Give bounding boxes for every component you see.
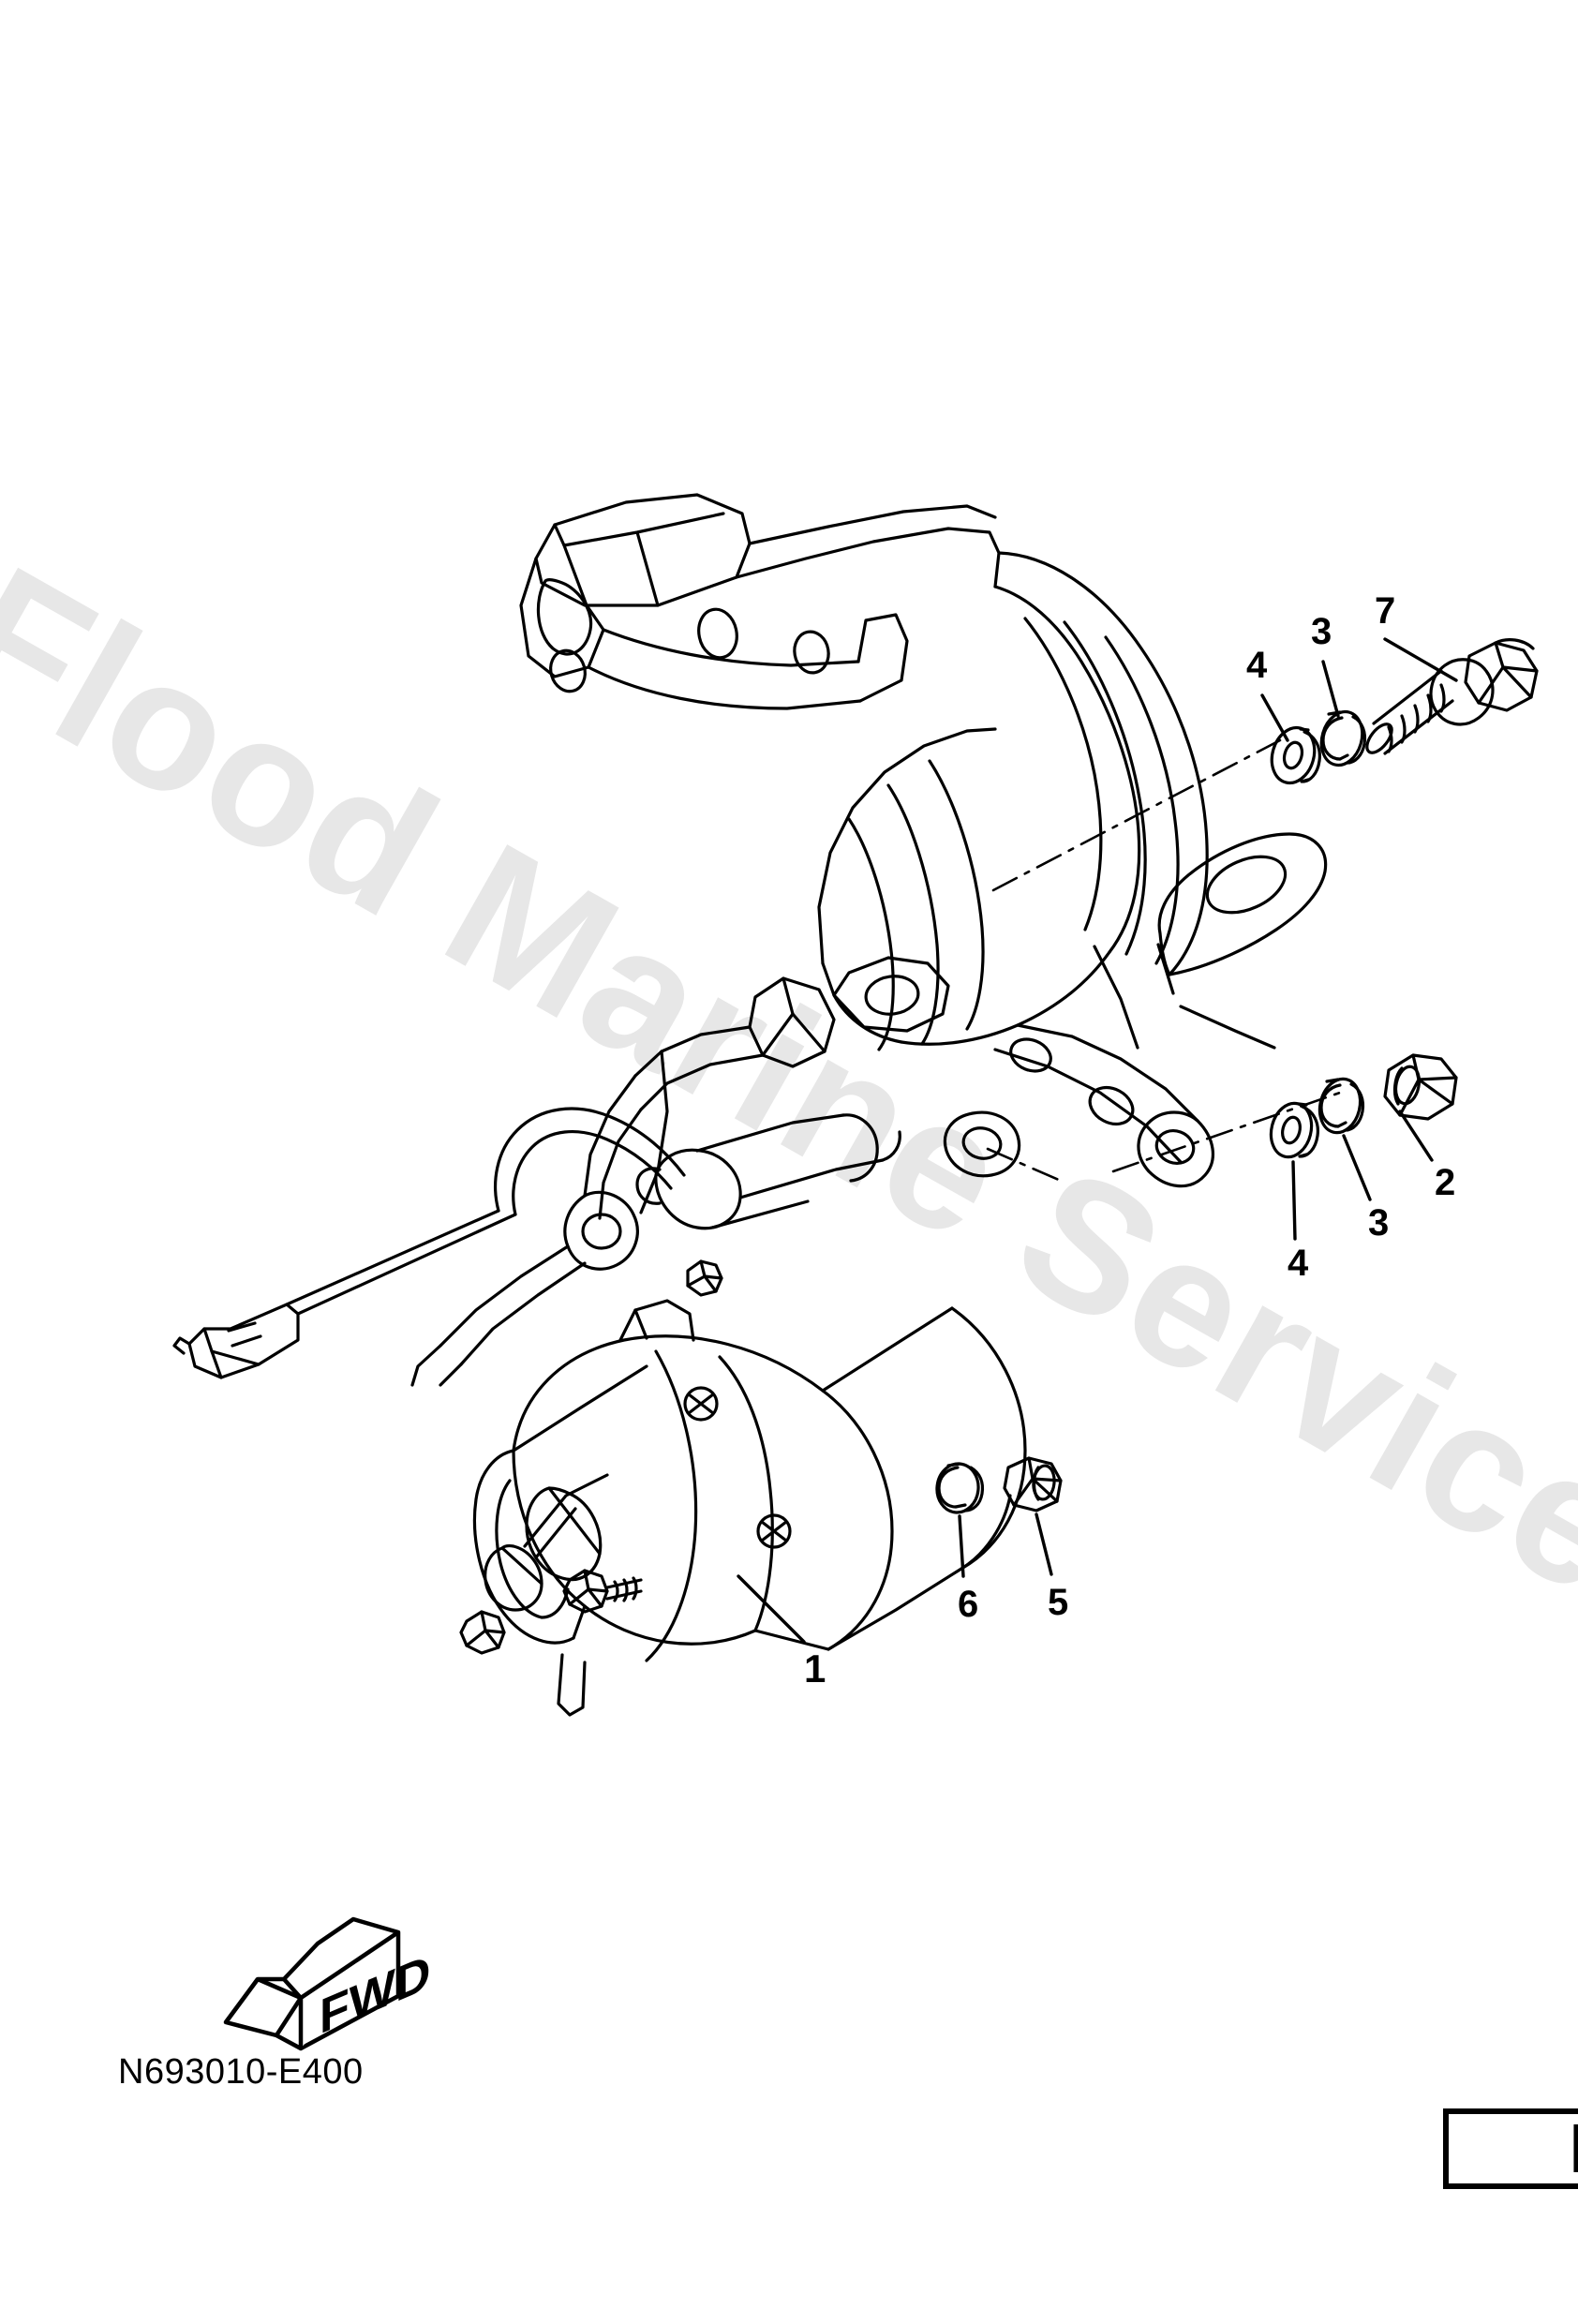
fwd-arrow-icon: FWD	[223, 1916, 430, 2051]
callout-2: 2	[1435, 1162, 1456, 1203]
callout-1: 1	[804, 1646, 826, 1691]
terminal-nut-upper	[459, 1610, 506, 1655]
callout-6: 6	[958, 1584, 979, 1625]
leader-6	[958, 1514, 965, 1578]
spring-lock-washer-mid	[1317, 1077, 1365, 1135]
callout-3-upper: 3	[1311, 611, 1332, 652]
leader-7	[1383, 637, 1458, 682]
small-fastener-pair	[935, 1456, 1063, 1514]
spring-lock-washer-small	[935, 1462, 985, 1514]
upper-fastener-stack	[1270, 638, 1539, 785]
leader-1	[737, 1574, 806, 1644]
plain-washer-upper	[1270, 725, 1321, 785]
hex-nut-small	[1003, 1456, 1063, 1512]
leader-2	[1398, 1110, 1434, 1162]
page-marker-box: B	[1443, 2108, 1578, 2189]
callout-4-upper: 4	[1246, 645, 1268, 686]
callout-5: 5	[1048, 1582, 1069, 1623]
leader-5	[1035, 1512, 1053, 1576]
hex-nut	[1383, 1053, 1458, 1121]
engine-bell-housing-group	[519, 493, 1328, 1188]
callout-3-mid: 3	[1368, 1202, 1390, 1244]
terminal-nut-lower	[562, 1569, 643, 1614]
solenoid-lead-wire	[172, 1107, 686, 1379]
mid-fastener-stack	[1269, 1053, 1458, 1159]
motor-screw-marks	[683, 1386, 792, 1549]
page-marker-letter: B	[1570, 2114, 1578, 2183]
leader-3-upper	[1321, 660, 1340, 718]
callout-7: 7	[1375, 590, 1396, 632]
spring-lock-washer-upper	[1319, 709, 1367, 767]
starter-motor-assembly	[410, 976, 1027, 1717]
leader-3-mid	[1342, 1134, 1372, 1201]
flange-hex-bolt	[1365, 638, 1539, 755]
part-code-label: N693010-E400	[118, 2052, 364, 2092]
plain-washer-mid	[1269, 1101, 1319, 1159]
leader-4-mid	[1291, 1160, 1297, 1241]
callout-4-mid: 4	[1288, 1243, 1309, 1284]
leader-4-upper	[1260, 693, 1289, 742]
